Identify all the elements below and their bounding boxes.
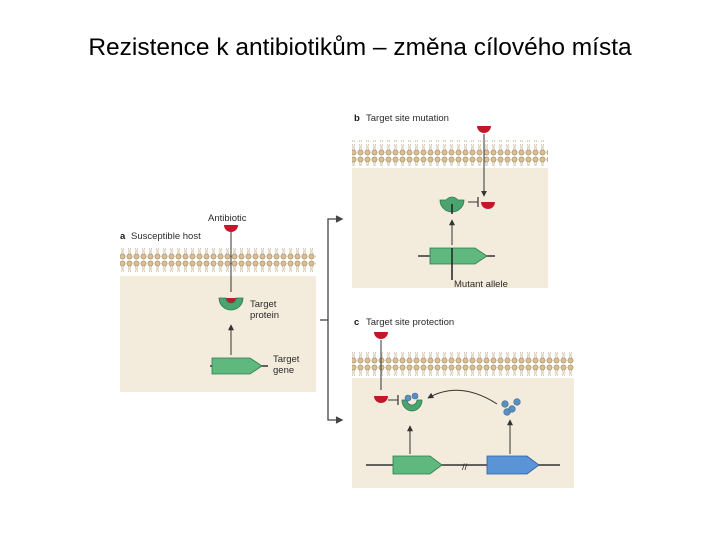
antibiotic-icon	[477, 126, 491, 133]
slide-title: Rezistence k antibiotikům – změna cílové…	[88, 34, 632, 61]
panel-a-letter: a	[120, 231, 126, 242]
bracket-icon	[320, 215, 344, 424]
protein-label-1: Target	[250, 299, 277, 310]
membrane-b	[352, 140, 548, 166]
antibiotic-label: Antibiotic	[208, 213, 247, 224]
panel-b-title: Target site mutation	[366, 113, 449, 124]
gene-label-2: gene	[273, 365, 294, 376]
protection-gene-icon	[486, 455, 540, 475]
gene-label-1: Target	[273, 354, 300, 365]
panel-c: c Target site protection //	[352, 317, 574, 488]
panel-b-letter: b	[354, 113, 360, 124]
break-mark: //	[462, 462, 468, 473]
target-protein-icon	[218, 297, 244, 311]
mutant-gene-icon	[429, 247, 488, 265]
blocked-antibiotic-icon	[481, 202, 495, 209]
panel-a: a Susceptible host Antibiotic Target pro…	[120, 213, 316, 392]
target-gene-icon	[211, 357, 263, 375]
antibiotic-icon	[374, 332, 388, 339]
panel-b: b Target site mutation Mutant allele	[352, 113, 548, 290]
antibiotic-icon	[224, 225, 238, 232]
mutant-allele-label: Mutant allele	[454, 279, 508, 290]
panel-a-title: Susceptible host	[131, 231, 201, 242]
panel-c-title: Target site protection	[366, 317, 454, 328]
protein-label-2: protein	[250, 310, 279, 321]
target-gene-icon	[392, 455, 443, 475]
membrane-c	[352, 350, 574, 376]
protected-protein-icon	[401, 399, 423, 412]
panel-c-letter: c	[354, 317, 359, 328]
blocked-antibiotic-icon	[374, 396, 388, 403]
protection-protein-icon	[501, 398, 521, 416]
membrane-a	[120, 248, 316, 274]
